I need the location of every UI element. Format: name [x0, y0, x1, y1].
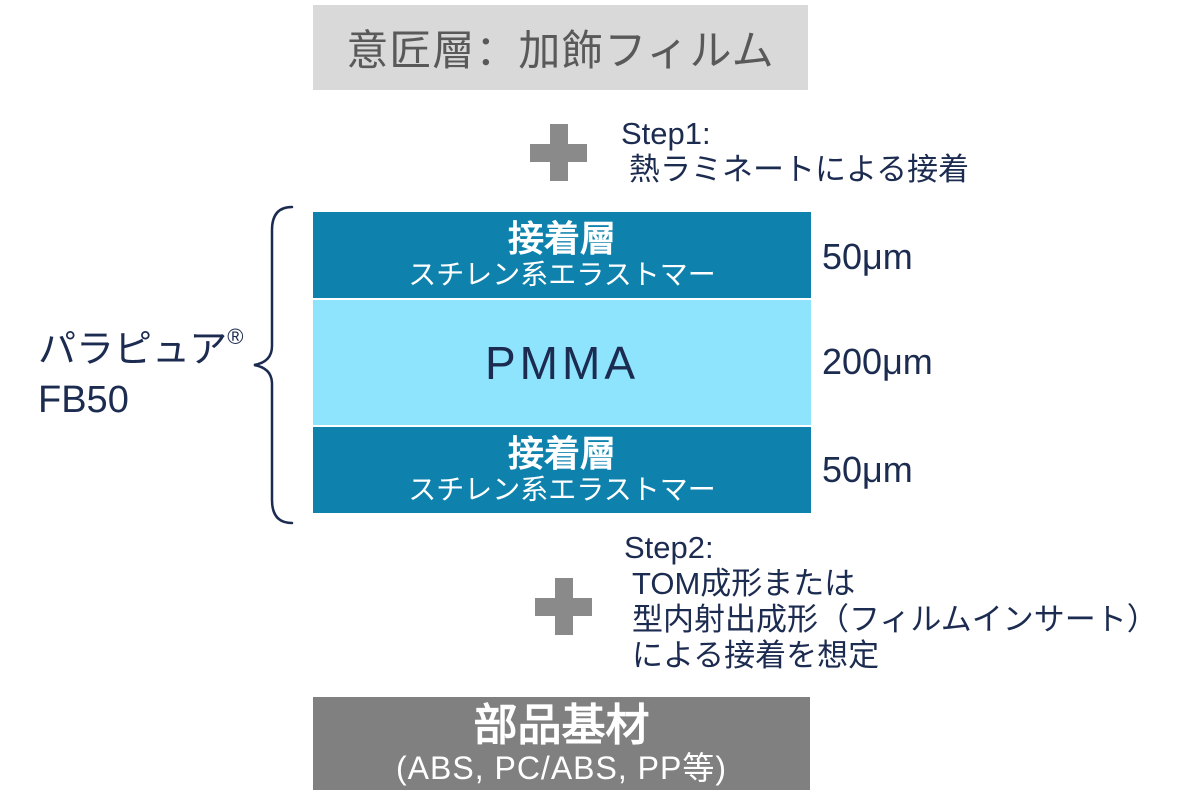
- step2-line: による接着を想定: [632, 638, 880, 673]
- adhesive-layer-name: 接着層: [507, 218, 616, 259]
- substrate-subtitle: (ABS, PC/ABS, PP等): [396, 749, 727, 786]
- adhesive-layer-name: 接着層: [507, 433, 616, 474]
- step2-line: 型内射出成形（フィルムインサート）: [632, 602, 1158, 637]
- pmma-layer-name: PMMA: [485, 336, 639, 389]
- design-layer-box: 意匠層：加飾フィルム: [313, 5, 808, 90]
- product-label: パラピュア® FB50: [38, 312, 243, 425]
- adhesive-layer-material: スチレン系エラストマー: [408, 474, 716, 505]
- step1-annotation: Step1: 熱ラミネートによる接着: [621, 116, 969, 188]
- brace-icon: [253, 205, 294, 525]
- thickness-label-core: 200μm: [822, 341, 933, 382]
- adhesive-layer-bottom: 接着層 スチレン系エラストマー: [313, 427, 811, 513]
- substrate-box: 部品基材 (ABS, PC/ABS, PP等): [313, 697, 810, 790]
- thickness-label-bottom: 50μm: [822, 449, 913, 490]
- step2-title: Step2:: [624, 530, 714, 565]
- plus-icon: [530, 124, 587, 181]
- step1-description: 熱ラミネートによる接着: [629, 152, 970, 187]
- thickness-label-top: 50μm: [822, 236, 913, 277]
- registered-mark: ®: [227, 324, 244, 349]
- plus-icon: [535, 578, 592, 635]
- adhesive-layer-top: 接着層 スチレン系エラストマー: [313, 212, 811, 298]
- product-name-line: パラピュア®: [38, 324, 244, 371]
- step1-title: Step1:: [621, 116, 711, 151]
- substrate-title: 部品基材: [473, 700, 650, 750]
- step2-line: TOM成形または: [632, 566, 856, 601]
- product-grade: FB50: [38, 379, 129, 421]
- step2-annotation: Step2: TOM成形または 型内射出成形（フィルムインサート） による接着を…: [624, 530, 1158, 674]
- adhesive-layer-material: スチレン系エラストマー: [408, 259, 716, 290]
- design-layer-label: 意匠層：加飾フィルム: [346, 27, 775, 74]
- pmma-core-layer: PMMA: [313, 300, 811, 425]
